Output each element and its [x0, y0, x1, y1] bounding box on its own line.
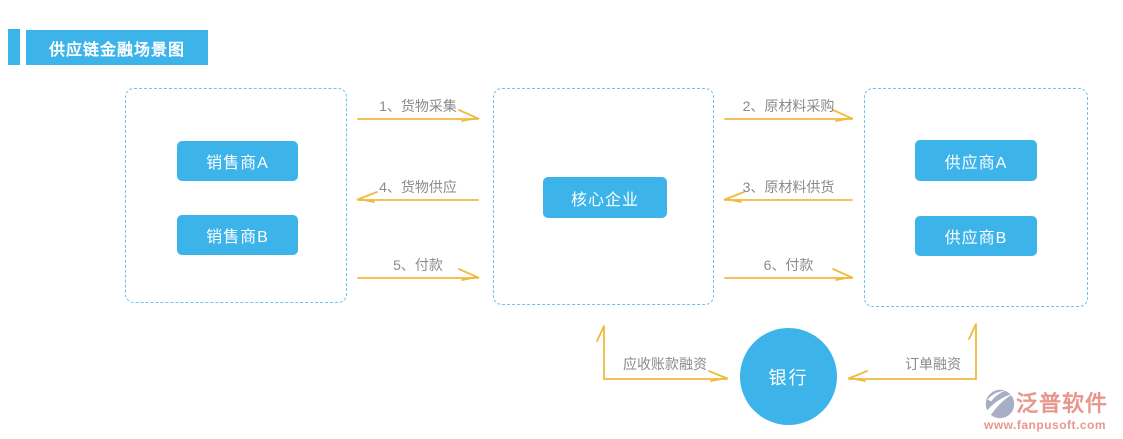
suppliers-group-box: [864, 88, 1088, 307]
flow-label-order-financing: 订单融资: [905, 356, 961, 372]
flow-label-goods-supply: 4、货物供应: [379, 179, 457, 195]
node-seller-b: 销售商B: [177, 215, 298, 255]
node-seller-a: 销售商A: [177, 141, 298, 181]
node-core-enterprise: 核心企业: [543, 177, 667, 218]
fanpusoft-logo-text: 泛普软件: [1016, 391, 1109, 416]
fanpusoft-logo: 泛普软件 www.fanpusoft.com: [984, 388, 1116, 432]
flow-label-raw-material-purchase: 2、原材料采购: [742, 98, 835, 114]
title-accent-bar: [8, 29, 20, 65]
page-title: 供应链金融场景图: [26, 30, 208, 65]
flow-label-receivables-financing: 应收账款融资: [623, 356, 707, 372]
fanpusoft-logo-url: www.fanpusoft.com: [984, 418, 1107, 432]
flow-label-payment-right: 6、付款: [763, 257, 814, 273]
core-enterprise-group-box: [493, 88, 714, 305]
node-bank: 银行: [740, 328, 837, 425]
flow-label-raw-material-supply: 3、原材料供货: [742, 179, 835, 195]
fanpusoft-logo-icon: [985, 389, 1015, 419]
node-supplier-a: 供应商A: [915, 140, 1037, 181]
sellers-group-box: [125, 88, 347, 303]
flow-label-payment-left: 5、付款: [393, 257, 443, 273]
flow-label-goods-collection: 1、货物采集: [379, 98, 457, 114]
node-supplier-b: 供应商B: [915, 216, 1037, 256]
